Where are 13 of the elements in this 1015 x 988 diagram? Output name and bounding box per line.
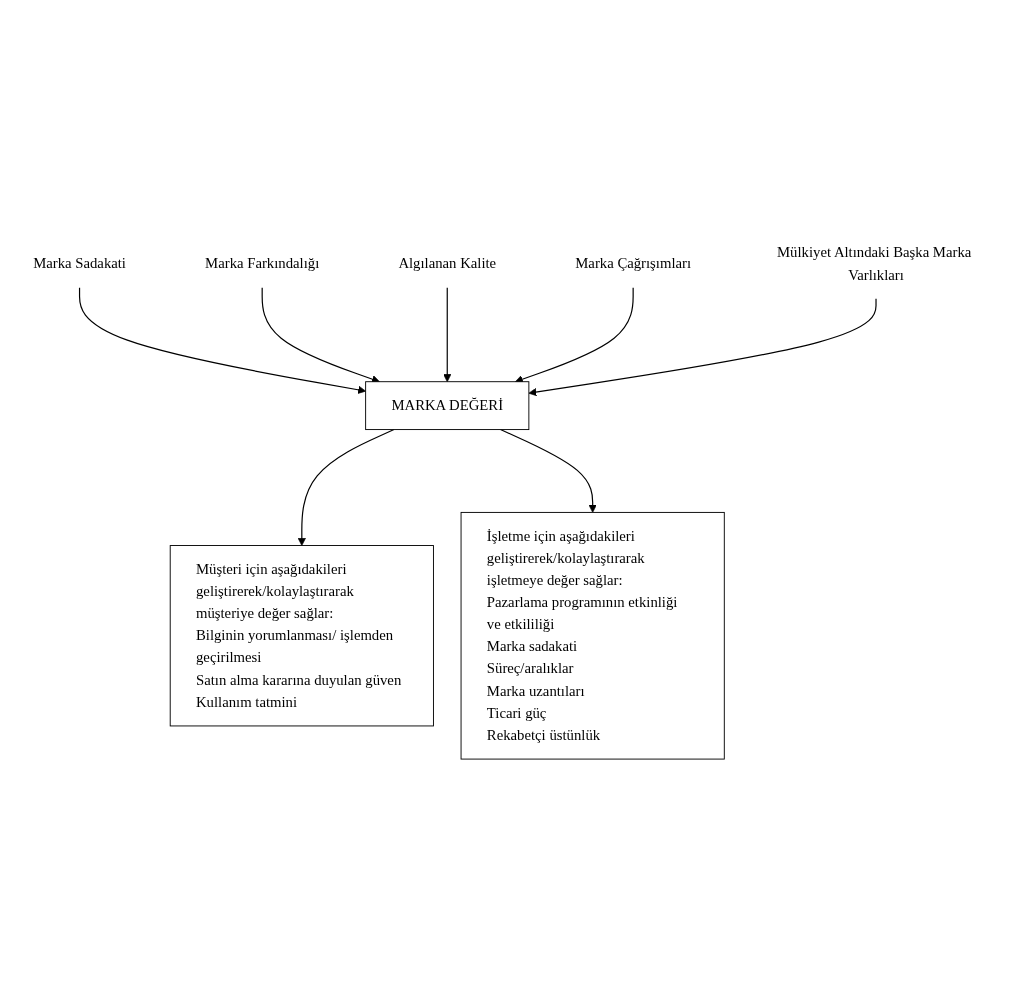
arrow: [528, 298, 877, 397]
node-text: Mülkiyet Altındaki Başka Marka Varlıkları: [777, 244, 972, 283]
node-text: Marka Çağrışımları: [575, 255, 692, 272]
node-box: [460, 511, 725, 760]
node-box: [169, 545, 434, 727]
node-box: [365, 381, 530, 431]
node-text: Marka Sadakati: [33, 255, 126, 272]
node-text: Algılanan Kalite: [398, 255, 497, 272]
arrow: [499, 428, 597, 513]
node-text: Marka Farkındalığı: [205, 255, 320, 272]
arrow: [297, 428, 395, 546]
arrow: [78, 287, 366, 394]
arrow: [443, 287, 452, 383]
